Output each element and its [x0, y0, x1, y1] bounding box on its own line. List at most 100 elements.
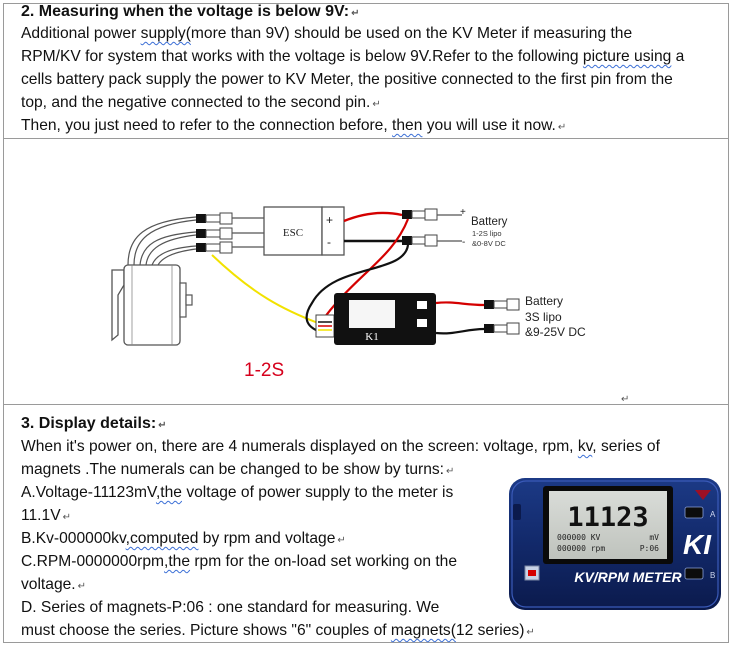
item-d-line2: must choose the series. Picture shows "6…: [21, 619, 535, 644]
spellcheck-word: ,computed: [125, 530, 199, 547]
text: you will use it now.: [422, 117, 556, 134]
button-a[interactable]: [684, 506, 704, 519]
side-port-red: [528, 570, 536, 576]
battery2-line3: &9-25V DC: [525, 325, 586, 339]
cells-label: 1-2S: [244, 360, 284, 381]
meter-label: K1: [365, 331, 378, 343]
return-mark-icon: ↵: [351, 8, 360, 19]
signal-wire-yellow: [211, 254, 319, 324]
section2-heading-text: 2. Measuring when the voltage is below 9…: [21, 3, 350, 20]
spellcheck-word: picture using: [582, 48, 672, 65]
motor-icon: [111, 264, 193, 346]
text: , series of: [592, 438, 660, 455]
spellcheck-word: kv: [577, 438, 593, 455]
meter-button-bottom: [417, 319, 427, 327]
battery1-label: Battery: [471, 216, 508, 228]
battery1-plus: +: [460, 207, 466, 218]
item-c-line2: voltage.↵: [21, 573, 86, 598]
text: by rpm and voltage: [198, 530, 336, 547]
kv-meter-photo: 11123 000000 KV mV 000000 rpm P:06 KI KV…: [499, 474, 725, 614]
meter-shell-edge: [511, 480, 719, 608]
return-mark-icon: ↵: [621, 394, 630, 405]
spellcheck-word: ,the: [155, 484, 182, 501]
button-b[interactable]: [684, 567, 704, 580]
esc-box: [263, 206, 323, 256]
text: top, and the negative connected to the s…: [21, 94, 371, 111]
text: C.RPM-0000000rpm: [21, 553, 165, 570]
esc-plus: +: [326, 213, 333, 227]
item-c-line1: C.RPM-0000000rpm,the rpm for the on-load…: [21, 550, 457, 573]
return-mark-icon: ↵: [372, 99, 381, 110]
battery1-line3: &0-8V DC: [472, 239, 506, 248]
esc-minus: -: [327, 235, 331, 249]
esc-label: ESC: [283, 227, 303, 239]
lcd-line1-right: mV: [649, 533, 659, 542]
lcd-line2-right: P:06: [640, 544, 659, 553]
spellcheck-word: magnets(: [390, 622, 456, 639]
section2-line3: cells battery pack supply the power to K…: [21, 71, 673, 88]
meter-button-top: [417, 301, 427, 309]
return-mark-icon: ↵: [446, 466, 455, 477]
section3-heading: 3. Display details:↵: [21, 412, 167, 437]
return-mark-icon: ↵: [337, 535, 346, 546]
spellcheck-word: then: [392, 117, 423, 134]
meter-black-wire: [305, 244, 410, 333]
wiring-diagram: ESC + - + - Battery 1-2S lipo &0-8V DC: [111, 206, 586, 381]
lcd-reading: 11123: [567, 502, 648, 533]
section3-line1: When it's power on, there are 4 numerals…: [21, 435, 660, 458]
text: magnets .The numerals can be changed to …: [21, 461, 445, 478]
battery2-line2: 3S lipo: [525, 310, 562, 324]
text: Additional power: [21, 25, 141, 42]
battery2-black-wire: [435, 327, 485, 335]
text: RPM/KV for system that works with the vo…: [21, 48, 583, 65]
meter-screen: [349, 300, 395, 328]
separator: [3, 138, 729, 139]
return-mark-icon: ↵: [557, 122, 567, 133]
return-mark-icon: ↵: [526, 627, 535, 638]
item-d-line1: D. Series of magnets-P:06 : one standard…: [21, 599, 440, 616]
page-frame: [3, 3, 729, 643]
battery1-connectors: [402, 208, 462, 247]
lcd-line1-left: 000000 KV: [557, 533, 601, 542]
return-mark-icon: ↵: [62, 512, 71, 523]
motor-connectors: [196, 212, 264, 254]
device-name: KV/RPM METER: [574, 569, 682, 585]
lcd-screen: [549, 491, 667, 559]
return-mark-icon: ↵: [158, 420, 167, 431]
text: When it's power on, there are 4 numerals…: [21, 438, 578, 455]
text: voltage of power supply to the meter is: [181, 484, 454, 501]
spellcheck-word: supply(: [140, 25, 191, 42]
text: a: [671, 48, 685, 65]
esc-red-wire: [343, 211, 403, 223]
text: A.Voltage-11123mV: [21, 484, 156, 501]
separator: [3, 404, 729, 405]
section2-line1: Additional power supply(more than 9V) sh…: [21, 22, 632, 45]
esc-pad: [321, 206, 345, 256]
item-a-line1: A.Voltage-11123mV,the voltage of power s…: [21, 481, 453, 504]
section3-heading-text: 3. Display details:: [21, 415, 157, 432]
item-b: B.Kv-000000kv,computed by rpm and voltag…: [21, 527, 346, 552]
text: B.Kv-000000kv: [21, 530, 126, 547]
text: Then, you just need to refer to the conn…: [21, 117, 393, 134]
item-a-line2: 11.1V↵: [21, 504, 71, 529]
motor-wires: [127, 216, 197, 266]
return-mark-icon: ↵: [77, 581, 87, 592]
section2-line2: RPM/KV for system that works with the vo…: [21, 45, 684, 68]
text: must choose the series. Picture shows "6…: [21, 622, 391, 639]
battery1-minus: -: [462, 237, 465, 248]
text: 12 series): [455, 622, 525, 639]
spellcheck-word: ,the: [164, 553, 191, 570]
button-b-label: B: [710, 571, 715, 580]
battery2-label: Battery: [525, 294, 563, 308]
text: 11.1V: [21, 507, 61, 524]
device-logo: KI: [683, 529, 712, 560]
text: rpm for the on-load set working on the: [190, 553, 457, 570]
text: more than 9V) should be used on the KV M…: [190, 25, 633, 42]
button-a-label: A: [710, 510, 716, 519]
side-slot: [513, 504, 521, 520]
section2-line4: top, and the negative connected to the s…: [21, 91, 381, 116]
battery2-connectors: [484, 298, 520, 335]
section3-line2: magnets .The numerals can be changed to …: [21, 458, 454, 483]
section2-line5: Then, you just need to refer to the conn…: [21, 114, 566, 139]
